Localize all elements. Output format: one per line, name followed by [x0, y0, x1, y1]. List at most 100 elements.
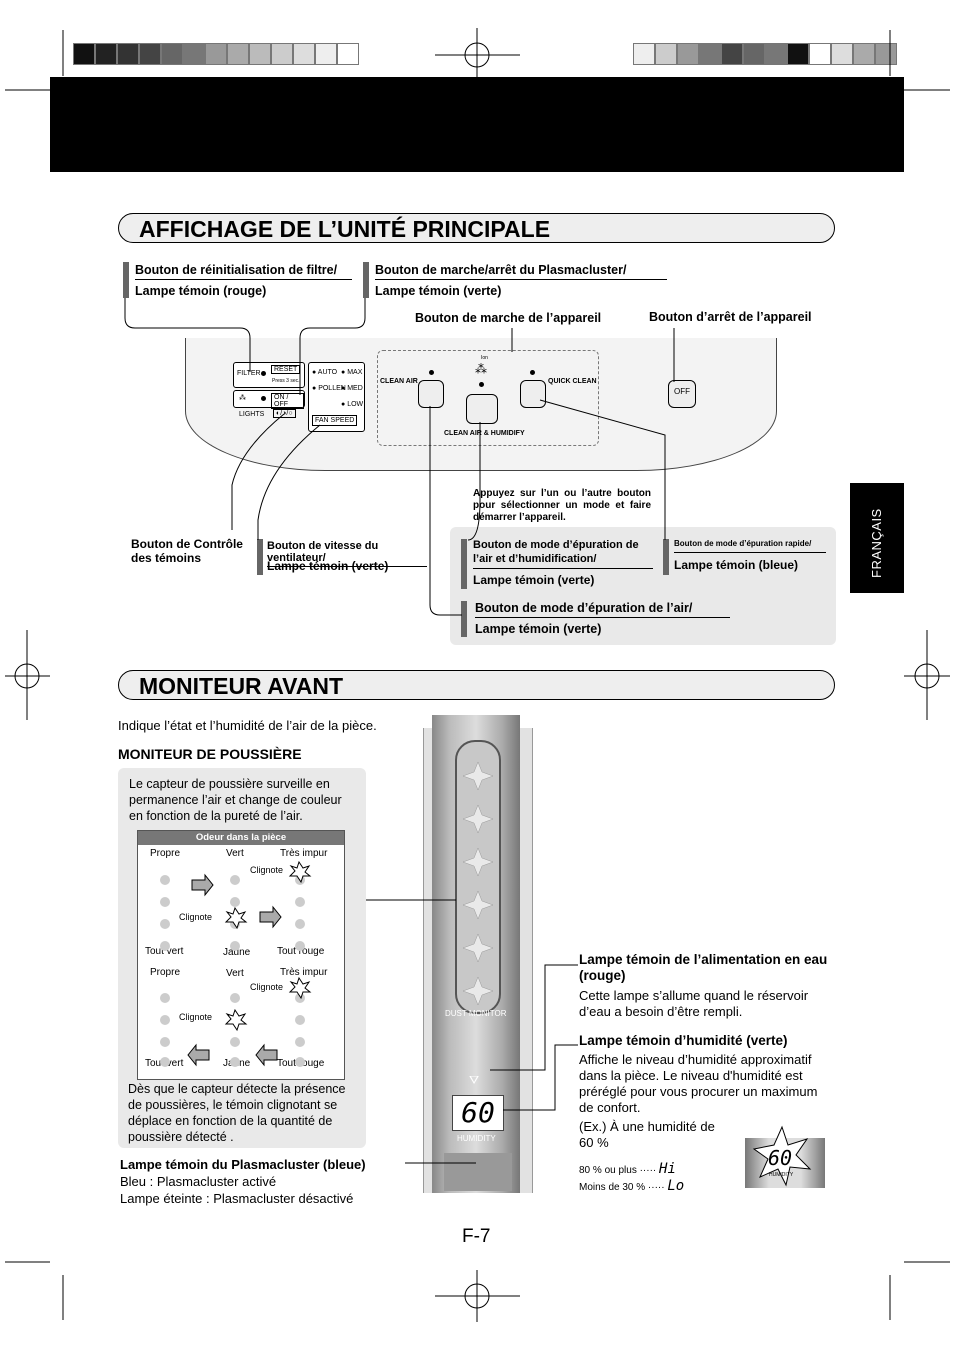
press-note: Appuyez sur l’un ou l’autre bouton pour … — [473, 488, 651, 523]
quick-clean-text: QUICK CLEAN — [548, 378, 597, 385]
over80-row: 80 % ou plus ····· Hi — [579, 1161, 676, 1177]
clignote-3: Clignote — [250, 982, 284, 992]
tout-vert-1: Tout vert — [145, 946, 184, 957]
dust-monitor-text: DUST MONITOR — [445, 1009, 507, 1018]
power-on-label: Bouton de marche de l’appareil — [415, 311, 602, 325]
plasmacluster-icon: ⁂ — [475, 362, 487, 376]
plasma-led — [261, 396, 266, 401]
filter-text: FILTER — [237, 370, 261, 377]
label-bar — [363, 262, 369, 298]
max-text: ● MAX — [341, 369, 363, 376]
propre-2: Propre — [150, 967, 181, 978]
humid-lamp-title: Lampe témoin d’humidité (verte) — [579, 1033, 788, 1048]
pollen-text: ● POLLEN — [312, 385, 346, 392]
mode-callout-box — [450, 527, 836, 645]
dust-heading: MONITEUR DE POUSSIÈRE — [118, 746, 302, 762]
auto-text: ● AUTO — [312, 369, 338, 376]
off-button[interactable]: OFF — [668, 380, 696, 408]
clignote-2: Clignote — [179, 912, 213, 922]
plasma-group: ⁂ ON / OFF — [233, 390, 305, 409]
color-bar-left — [73, 43, 359, 65]
quick-lamp: Lampe témoin (bleue) — [674, 558, 799, 572]
page-number: F-7 — [462, 1226, 491, 1247]
humid-title: Bouton de mode d’épuration de l’air et d… — [473, 538, 653, 569]
lights-button[interactable]: ◐/◑/○ — [273, 409, 296, 418]
tout-rouge-1: Tout rouge — [277, 946, 325, 957]
label-bar — [461, 601, 467, 637]
humidity-example-value: 60 — [768, 1146, 793, 1170]
reset-lamp: Lampe témoin (rouge) — [135, 284, 267, 298]
water-title: Lampe témoin de l’alimentation en eau (r… — [579, 952, 828, 983]
plasma-lamp-title: Lampe témoin du Plasmacluster (bleue) — [120, 1157, 366, 1172]
vert-2: Vert — [226, 968, 244, 979]
dust-diagram: Odeur dans la pièce — [137, 830, 345, 1080]
plasma-off-text: Lampe éteinte : Plasmacluster désactivé — [120, 1191, 354, 1206]
clean-air-led — [429, 370, 434, 375]
header-band — [50, 77, 904, 172]
lights-text: LIGHTS — [239, 411, 265, 418]
label-bar — [663, 539, 669, 575]
language-tab: FRANÇAIS — [850, 483, 904, 593]
dust-lamps-illustration — [160, 860, 312, 1067]
filter-led — [261, 371, 266, 376]
color-bar-right — [633, 43, 897, 65]
clean-air-button[interactable] — [418, 380, 444, 408]
water-tap-icon: ⛛ — [469, 1073, 480, 1087]
label-bar — [257, 539, 263, 575]
plasma-onoff-button[interactable]: ON / OFF — [271, 393, 304, 409]
jaune-1: Jaune — [223, 947, 251, 958]
lights-control-label: Bouton de Contrôle des témoins — [131, 537, 243, 565]
med-text: ● MED — [341, 385, 363, 392]
quick-clean-led — [530, 370, 535, 375]
reset-title: Bouton de réinitialisation de filtre/ — [135, 263, 352, 280]
plasma-lamp-strip — [444, 1153, 512, 1191]
under30-row: Moins de 30 % ····· Lo — [579, 1178, 685, 1194]
label-bar — [123, 262, 129, 298]
tres-impur-1: Très impur — [280, 848, 328, 859]
main-control-group — [377, 350, 599, 446]
dust-led-glows — [462, 761, 494, 1006]
quick-clean-button[interactable] — [520, 380, 546, 408]
fan-speed-button[interactable]: FAN SPEED — [312, 415, 358, 426]
label-bar — [461, 539, 467, 589]
power-off-label: Bouton d’arrêt de l’appareil — [649, 310, 812, 324]
humidify-led — [479, 382, 484, 387]
ion-text: Ion — [481, 355, 488, 361]
humidity-display: 60 — [452, 1095, 504, 1131]
vert-1: Vert — [226, 848, 244, 859]
odeur-header: Odeur dans la pièce — [138, 831, 344, 845]
example-text: (Ex.) À une humidité de 60 % — [579, 1119, 715, 1150]
monitor-intro: Indique l’état et l’humidité de l’air de… — [118, 718, 377, 733]
clean-air-text: CLEAN AIR — [380, 378, 418, 385]
section-title-affichage: AFFICHAGE DE L’UNITÉ PRINCIPALE — [118, 213, 835, 243]
humidity-burst — [752, 1125, 812, 1187]
clignote-1: Clignote — [250, 865, 284, 875]
plasma-title: Bouton de marche/arrêt du Plasmacluster/ — [375, 263, 667, 280]
filter-reset-group: FILTER RESET Press 3 sec. — [233, 362, 305, 388]
air-lamp: Lampe témoin (verte) — [475, 622, 602, 636]
clignote-4: Clignote — [179, 1012, 213, 1022]
humidity-text: HUMIDITY — [457, 1134, 496, 1143]
plasma-on-text: Bleu : Plasmacluster activé — [120, 1174, 277, 1189]
humid-lamp: Lampe témoin (verte) — [473, 573, 595, 587]
quick-title: Bouton de mode d’épuration rapide/ — [674, 539, 826, 553]
tres-impur-2: Très impur — [280, 967, 328, 978]
press3-text: Press 3 sec. — [272, 378, 300, 384]
fan-group: ● AUTO ● MAX ● POLLEN ● MED ● LOW FAN SP… — [308, 362, 365, 432]
low-text: ● LOW — [341, 401, 364, 408]
humid-lamp-text: Affiche le niveau d’humidité approximati… — [579, 1052, 818, 1115]
plasma-icon: ⁂ — [239, 395, 246, 402]
fan-title: Bouton de vitesse du ventilateur/ — [267, 540, 427, 567]
clean-air-humidify-button[interactable] — [466, 394, 498, 424]
humidity-example-text: HUMIDITY — [769, 1172, 794, 1178]
propre-1: Propre — [150, 848, 181, 859]
water-text: Cette lampe s’allume quand le réservoir … — [579, 988, 809, 1019]
air-title: Bouton de mode d’épuration de l’air/ — [475, 601, 730, 618]
fan-lamp: Lampe témoin (verte) — [267, 559, 389, 573]
dust-text-2: Dès que le capteur détecte la présence d… — [128, 1082, 346, 1144]
dust-text: Le capteur de poussière surveille en per… — [129, 777, 342, 823]
clean-air-humidify-text: CLEAN AIR & HUMIDIFY — [444, 430, 525, 437]
